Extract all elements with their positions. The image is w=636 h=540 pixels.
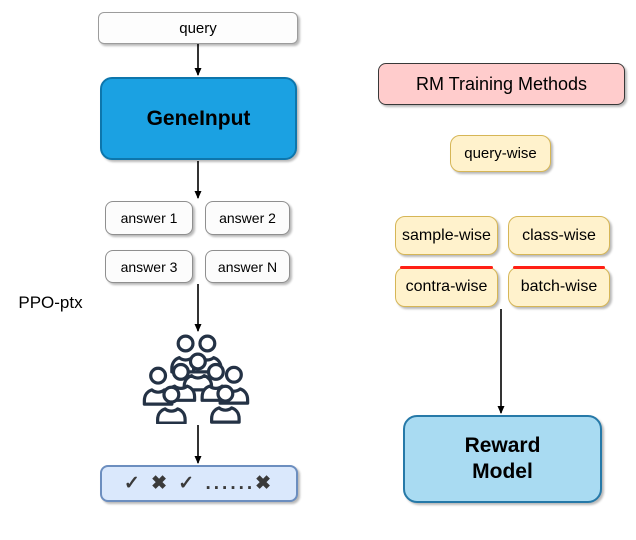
method-box-class-wise: class-wise [508, 216, 610, 255]
method-label: batch-wise [520, 278, 598, 295]
query-wise-label: query-wise [464, 145, 537, 162]
method-label: contra-wise [405, 278, 488, 295]
method-label: sample-wise [402, 226, 491, 244]
method-box-sample-wise: sample-wise [395, 216, 498, 255]
reward-model-label: Reward Model [464, 433, 541, 483]
crowd-icon [142, 334, 250, 425]
method-box-contra-wise: contra-wise [395, 266, 498, 307]
rm-training-methods-header: RM Training Methods [378, 63, 625, 105]
answer-box-2: answer 2 [205, 201, 290, 235]
method-label: class-wise [522, 226, 596, 244]
rm-header-label: RM Training Methods [415, 73, 588, 94]
reward-model-box: Reward Model [403, 415, 602, 503]
feedback-marks: ✓ ✖ ✓ ......✖ [123, 473, 275, 494]
geneinput-label: GeneInput [146, 106, 251, 130]
answer-label: answer 1 [120, 210, 178, 226]
answer-box-1: answer 1 [105, 201, 193, 235]
answer-box-N: answer N [205, 250, 290, 283]
answer-label: answer 3 [120, 258, 178, 275]
geneinput-box: GeneInput [100, 77, 297, 160]
answer-label: answer 2 [219, 210, 276, 226]
method-box-batch-wise: batch-wise [508, 266, 610, 307]
crowd-icon-wrap [140, 334, 252, 425]
ppo-ptx-label: PPO-ptx [2, 288, 99, 318]
answer-box-3: answer 3 [105, 250, 193, 283]
query-label: query [179, 19, 217, 37]
query-box: query [98, 12, 298, 44]
query-wise-box: query-wise [450, 135, 551, 172]
answer-label: answer N [217, 258, 278, 275]
feedback-box: ✓ ✖ ✓ ......✖ [100, 465, 298, 502]
